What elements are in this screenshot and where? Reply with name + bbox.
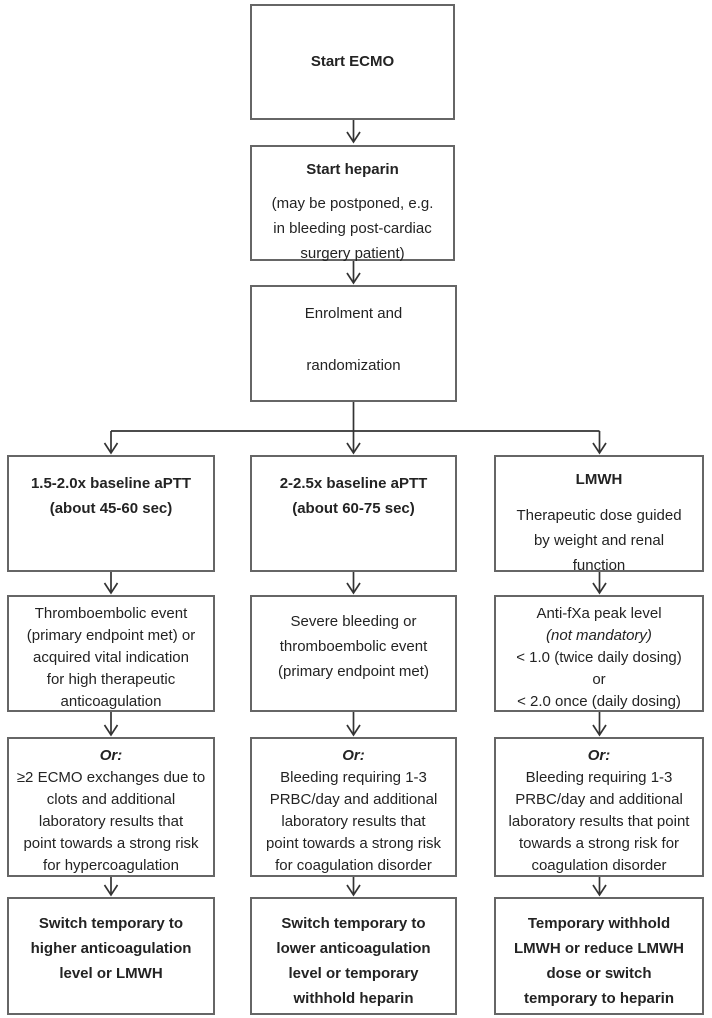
arm-middle-endpoint-text: Severe bleeding or thromboembolic event … bbox=[278, 613, 429, 680]
start-heparin-note: (may be postponed, e.g. in bleeding post… bbox=[271, 195, 434, 262]
arm-right-monitor-line1: Anti-fXa peak level bbox=[536, 605, 662, 622]
arrow-middle-target-to-endpoint bbox=[346, 572, 361, 595]
box-arm-middle-target: 2-2.5x baseline aPTT (about 60-75 sec) bbox=[250, 455, 457, 572]
arrow-right-monitor-to-or bbox=[592, 712, 607, 737]
arrow-rail-to-arm-left bbox=[103, 431, 119, 455]
box-arm-middle-action: Switch temporary to lower anticoagulatio… bbox=[250, 897, 457, 1015]
arm-right-monitor-rest: < 1.0 (twice daily dosing) or < 2.0 once… bbox=[516, 649, 682, 710]
box-arm-middle-or-criteria: Or: Bleeding requiring 1-3 PRBC/day and … bbox=[250, 737, 457, 877]
start-heparin-title: Start heparin bbox=[306, 161, 399, 178]
arm-left-or-text: ≥2 ECMO exchanges due to clots and addit… bbox=[16, 769, 206, 874]
box-arm-right-or-criteria: Or: Bleeding requiring 1-3 PRBC/day and … bbox=[494, 737, 704, 877]
box-arm-left-or-criteria: Or: ≥2 ECMO exchanges due to clots and a… bbox=[7, 737, 215, 877]
arm-middle-or-label: Or: bbox=[342, 747, 365, 764]
box-arm-right-target: LMWH Therapeutic dose guided by weight a… bbox=[494, 455, 704, 574]
arrow-start-ecmo-to-heparin bbox=[346, 120, 361, 144]
arm-middle-action-text: Switch temporary to lower anticoagulatio… bbox=[276, 915, 431, 1007]
start-ecmo-title: Start ECMO bbox=[310, 53, 395, 70]
arm-left-target-text: 1.5-2.0x baseline aPTT (about 45-60 sec) bbox=[30, 475, 192, 517]
arm-right-target-title: LMWH bbox=[575, 471, 623, 488]
branch-rail bbox=[111, 402, 600, 432]
box-arm-left-endpoint: Thromboembolic event (primary endpoint m… bbox=[7, 595, 215, 712]
enrolment-text: Enrolment and randomization bbox=[304, 305, 403, 374]
arm-right-action-text: Temporary withhold LMWH or reduce LMWH d… bbox=[514, 915, 684, 1007]
box-enrolment-randomization: Enrolment and randomization bbox=[250, 285, 457, 402]
box-arm-left-target: 1.5-2.0x baseline aPTT (about 45-60 sec) bbox=[7, 455, 215, 572]
box-start-heparin: Start heparin (may be postponed, e.g. in… bbox=[250, 145, 455, 262]
arm-middle-or-text: Bleeding requiring 1-3 PRBC/day and addi… bbox=[265, 769, 442, 874]
arm-left-or-label: Or: bbox=[99, 747, 123, 764]
box-start-ecmo: Start ECMO bbox=[250, 4, 455, 120]
box-arm-right-monitor: Anti-fXa peak level (not mandatory) < 1.… bbox=[494, 595, 704, 712]
arrow-rail-to-arm-right bbox=[592, 431, 607, 455]
box-arm-middle-endpoint: Severe bleeding or thromboembolic event … bbox=[250, 595, 457, 712]
arrow-rail-to-arm-middle bbox=[346, 431, 361, 455]
arrow-left-target-to-endpoint bbox=[103, 572, 119, 595]
arm-left-action-text: Switch temporary to higher anticoagulati… bbox=[30, 915, 192, 982]
arrow-middle-endpoint-to-or bbox=[346, 712, 361, 737]
arrow-middle-or-to-action bbox=[346, 877, 361, 897]
arrow-right-target-to-monitor bbox=[592, 572, 607, 595]
arm-right-or-label: Or: bbox=[587, 747, 611, 764]
box-arm-left-action: Switch temporary to higher anticoagulati… bbox=[7, 897, 215, 1015]
arm-middle-target-text: 2-2.5x baseline aPTT (about 60-75 sec) bbox=[279, 475, 428, 517]
arm-right-or-text: Bleeding requiring 1-3 PRBC/day and addi… bbox=[508, 769, 690, 874]
arm-right-target-body: Therapeutic dose guided by weight and re… bbox=[516, 507, 682, 574]
arm-left-endpoint-text: Thromboembolic event (primary endpoint m… bbox=[26, 605, 196, 710]
arrow-heparin-to-enrolment bbox=[346, 261, 361, 285]
arrow-left-endpoint-to-or bbox=[103, 712, 119, 737]
arrow-left-or-to-action bbox=[103, 877, 119, 897]
arm-right-monitor-italic: (not mandatory) bbox=[546, 627, 652, 644]
arrow-right-or-to-action bbox=[592, 877, 607, 897]
box-arm-right-action: Temporary withhold LMWH or reduce LMWH d… bbox=[494, 897, 704, 1015]
